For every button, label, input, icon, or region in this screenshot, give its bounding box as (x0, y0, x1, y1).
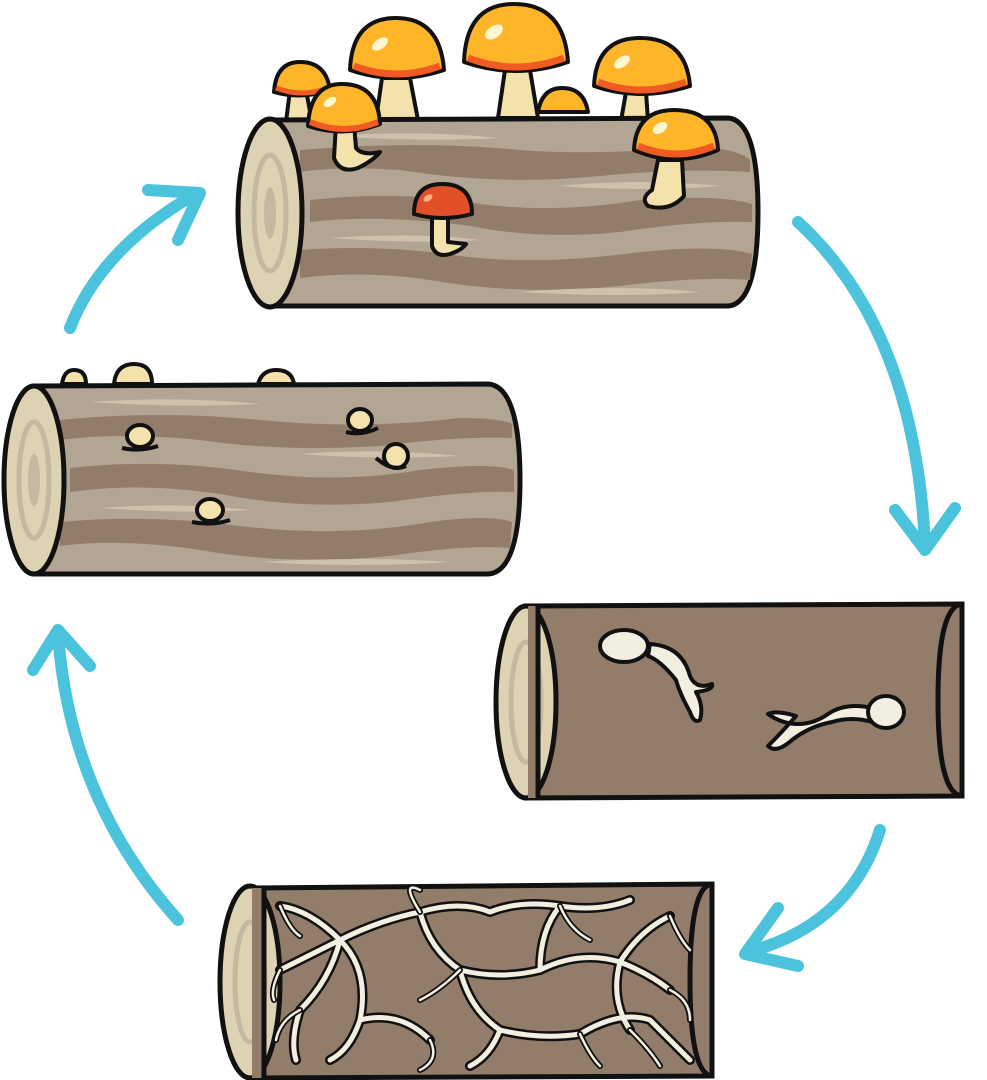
log-cut-face (935, 601, 963, 799)
log-end-ring (16, 419, 52, 541)
mushroom-icon (462, 2, 570, 120)
pin-icon (111, 361, 155, 386)
arrow-mycelium-to-pinning (27, 624, 184, 926)
log-pinning (1, 361, 523, 577)
pin-icon (191, 497, 231, 526)
mycelium-network (269, 884, 695, 1073)
log-end-cap (493, 603, 559, 801)
arrow-spores-to-fruiting (64, 184, 206, 334)
mushroom-icon (536, 86, 590, 114)
log-end-ring (251, 152, 289, 274)
log-spores (493, 601, 965, 801)
pin-icon (121, 423, 159, 452)
pin-icon (59, 367, 89, 386)
pin-icon (255, 367, 297, 386)
mushroom-icon (412, 182, 474, 257)
log-end-cap (217, 883, 283, 1080)
mushroom-cluster (272, 2, 692, 170)
log-mycelium (217, 881, 715, 1080)
bark-streaks (90, 399, 460, 565)
log-fruiting (235, 2, 761, 310)
mushroom-icon (306, 82, 382, 172)
bark-grain (60, 415, 514, 560)
spore-icon (598, 628, 715, 723)
log-cut-face (687, 881, 713, 1079)
mushroom-icon (632, 108, 720, 210)
arrow-spores-to-mycelium (739, 824, 886, 972)
pin-icon (374, 442, 410, 470)
pin-icon (345, 407, 379, 436)
cycle-arrows (27, 184, 961, 972)
log-end-ring (508, 639, 544, 765)
arrow-fruiting-to-spores (792, 216, 961, 556)
spore-icon (766, 694, 906, 751)
